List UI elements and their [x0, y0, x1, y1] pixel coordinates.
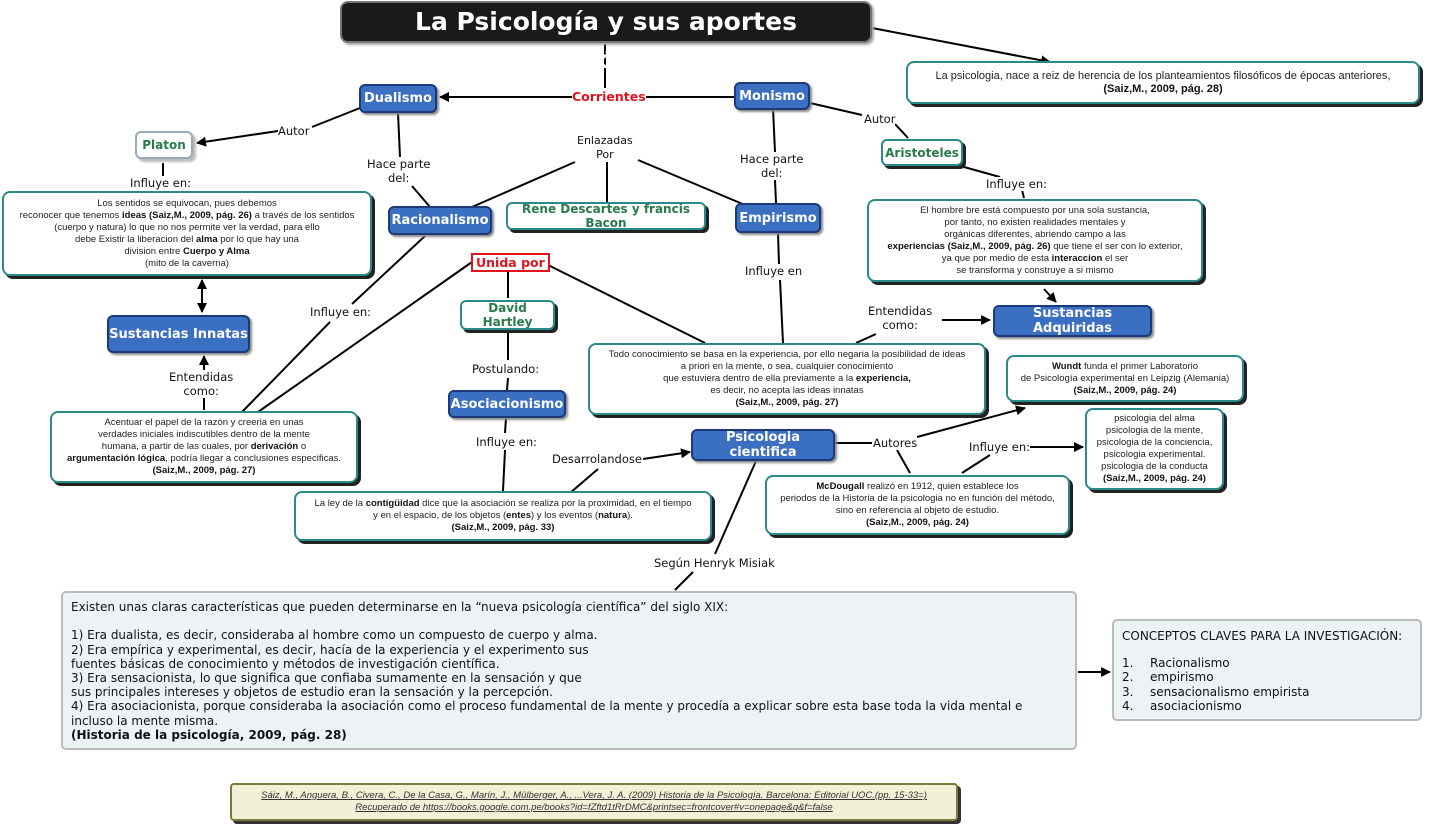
link-monismo-autor	[809, 102, 863, 116]
link-racionalismo-influye	[351, 235, 426, 305]
characteristics-box: Existen unas claras características que …	[61, 591, 1077, 750]
person-descartes-bacon[interactable]: Rene Descartes y francis Bacon	[506, 202, 706, 230]
map-title: La Psicología y sus aportes Filosóficos	[340, 1, 872, 74]
link-segun-characteristics	[674, 571, 694, 591]
link-desarrolandose-psicocient	[642, 448, 691, 460]
characteristics-cite: (Historia de la psicología, 2009, pág. 2…	[71, 727, 347, 742]
linking-influye-empirismo: Influye en	[745, 264, 803, 278]
characteristics-item: fuentes básicas de conocimiento y método…	[71, 656, 500, 671]
note-aristoteles: El hombre bre está compuesto por una sol…	[867, 199, 1203, 282]
person-david-hartley[interactable]: David Hartley	[460, 300, 555, 330]
link-monismo-haceparte	[772, 107, 776, 153]
link-aristnote-adquiridas	[1043, 288, 1057, 303]
link-autores-wundt	[916, 405, 1026, 438]
linking-desarrolandose: Desarrolandose	[552, 452, 642, 466]
link-enlazadas-racionalismo	[471, 161, 576, 208]
link-mcdougall-influye	[961, 454, 991, 474]
linking-influye-asociacionismo: Influye en:	[476, 435, 537, 449]
key-concept-item: 2.empirismo	[1122, 670, 1214, 684]
reference-line-1[interactable]: Sáiz, M., Anguera, B., Civera, C., De la…	[261, 790, 927, 801]
concept-sustancias-adquiridas[interactable]: Sustancias Adquiridas	[993, 305, 1152, 337]
key-concepts-title: CONCEPTOS CLAVES PARA LA INVESTIGACIÓN:	[1122, 629, 1403, 643]
note-platon: Los sentidos se equivocan, pues debemos …	[2, 191, 372, 276]
linking-unida-por: Unida por	[471, 253, 550, 272]
link-psicocient-segun	[714, 460, 757, 555]
concept-asociacionismo[interactable]: Asociacionismo	[448, 390, 566, 418]
person-platon[interactable]: Platon	[135, 131, 193, 159]
link-empirismo-influye	[777, 232, 780, 265]
key-concept-item: 1.Racionalismo	[1122, 655, 1230, 670]
link-influye-aristnote	[1021, 189, 1025, 199]
concept-psicologia-cientifica[interactable]: Psicologia cientifica	[691, 429, 835, 461]
link-influye-empnote	[779, 279, 784, 344]
intro-note-text: La psicologia, nace a reiz de herencia d…	[935, 69, 1391, 82]
link-autor-platon	[196, 130, 279, 147]
key-concepts-box: CONCEPTOS CLAVES PARA LA INVESTIGACIÓN: …	[1112, 619, 1422, 721]
person-aristoteles[interactable]: Aristoteles	[881, 139, 963, 166]
key-concept-item: 3.sensacionalismo empirista	[1122, 684, 1310, 699]
note-contiguidad: La ley de la contigüidad dice que la aso…	[294, 491, 712, 541]
characteristics-item: 1) Era dualista, es decir, consideraba a…	[71, 628, 598, 643]
concept-monismo[interactable]: Monismo	[734, 82, 810, 110]
key-concepts-list: 1.Racionalismo 2.empirismo 3.sensacional…	[1122, 656, 1412, 714]
link-unida-empnote	[541, 261, 706, 344]
link-title-intro	[871, 27, 1051, 66]
characteristics-intro: Existen unas claras características que …	[71, 600, 729, 614]
linking-corrientes: Corrientes	[572, 89, 646, 104]
reference-box[interactable]: Sáiz, M., Anguera, B., Civera, C., De la…	[230, 783, 958, 821]
characteristics-item: 4) Era asociacionista, porque considerab…	[71, 699, 1023, 728]
link-dualismo-haceparte	[397, 112, 401, 158]
note-psicologias: psicologia del alma psicologia de la men…	[1085, 408, 1224, 490]
link-empnote-entendidas	[855, 333, 877, 344]
link-dualismo-autor	[311, 107, 361, 128]
linking-postulando: Postulando:	[472, 362, 540, 376]
concept-racionalismo[interactable]: Racionalismo	[388, 206, 492, 235]
link-influye-note	[241, 321, 331, 413]
reference-link[interactable]: Recuperado de https://books.google.com.p…	[355, 802, 833, 813]
concept-empirismo[interactable]: Empirismo	[735, 203, 821, 233]
link-influye-contig	[502, 449, 506, 492]
characteristics-item: sus principales intereses y objetos de e…	[71, 685, 553, 700]
key-concept-item: 4.asociacionismo	[1122, 699, 1242, 713]
note-empirismo: Todo conocimiento se basa en la experien…	[588, 343, 986, 415]
note-racionalismo: Acentuar el papel de la razón y creeria …	[50, 411, 358, 483]
link-contig-desarrolandose	[569, 468, 599, 494]
characteristics-item: 3) Era sensacionista, lo que significa q…	[71, 671, 582, 686]
linking-autor-right: Autor	[864, 112, 896, 126]
link-haceparte-empirismo	[774, 179, 777, 204]
characteristics-item: 2) Era empírica y experimental, es decir…	[71, 642, 589, 657]
linking-segun: Según Henryk Misiak	[654, 556, 775, 570]
concept-sustancias-innatas[interactable]: Sustancias Innatas	[107, 315, 250, 353]
linking-influye-platon: Influye en:	[130, 176, 191, 190]
linking-influye-aristoteles: Influye en:	[986, 177, 1047, 191]
note-mcdougall: McDougall realizó en 1912, quien estable…	[765, 475, 1070, 535]
note-wundt: Wundt funda el primer Laboratorio de Psi…	[1006, 355, 1244, 402]
link-enlazadas-empirismo	[637, 159, 746, 206]
linking-influye-racionalismo: Influye en:	[310, 305, 371, 319]
concept-dualismo[interactable]: Dualismo	[359, 84, 437, 113]
link-autor-aristoteles	[894, 123, 909, 139]
link-aristoteles-influye	[963, 166, 1001, 178]
linking-influye-mcdougall: Influye en:	[969, 440, 1030, 454]
link-asoc-influye	[504, 417, 507, 434]
link-postulando-asoc	[506, 377, 509, 391]
link-unida-racionote	[257, 261, 473, 413]
intro-note: La psicologia, nace a reiz de herencia d…	[906, 61, 1420, 104]
linking-autor-left: Autor	[278, 124, 310, 138]
intro-note-cite: (Saiz,M., 2009, pág. 28)	[1103, 82, 1223, 95]
link-haceparte-racionalismo	[411, 185, 431, 208]
link-autores-mcdougall	[896, 449, 911, 474]
linking-autores: Autores	[873, 436, 918, 450]
